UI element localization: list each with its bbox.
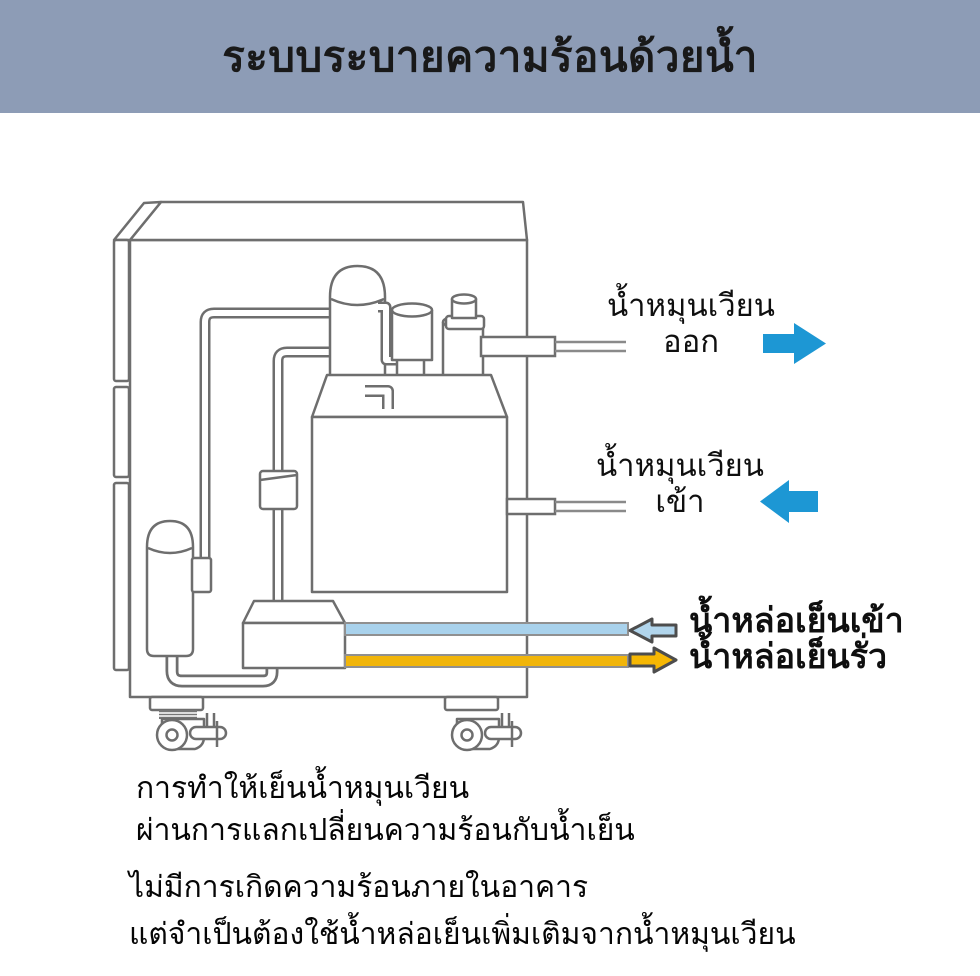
note-line: ผ่านการแลกเปลี่ยนความร้อนกับน้ำเย็น	[136, 814, 635, 847]
circulating-in-stub	[505, 497, 557, 516]
cooling-leak-pipe	[344, 654, 629, 668]
note-line: ไม่มีการเกิดความร้อนภายในอาคาร	[129, 871, 589, 904]
label-cooling-water-leak: น้ำหล่อเย็นรั่ว	[689, 638, 888, 676]
cooling-in-arrow-icon	[628, 617, 678, 644]
accumulator-cylinder	[145, 519, 213, 658]
cooling-pipes	[344, 622, 629, 668]
caster-left	[148, 695, 228, 752]
note-line: แต่จำเป็นต้องใช้น้ำหล่อเย็นเพิ่มเติมจากน…	[129, 918, 796, 951]
label-line: ออก	[662, 324, 719, 359]
external-pipes	[555, 340, 626, 513]
circulating-in-arrow-icon	[760, 480, 818, 523]
note-line: การทำให้เย็นน้ำหมุนเวียน	[136, 772, 470, 805]
page-title: ระบบระบายความร้อนด้วยน้ำ	[222, 32, 758, 80]
circulating-out-arrow-icon	[763, 323, 826, 364]
label-circulating-water-in: น้ำหมุนเวียน เข้า	[590, 448, 770, 520]
cooling-leak-arrow-icon	[628, 646, 678, 674]
label-line: น้ำหมุนเวียน	[595, 448, 765, 483]
valve-box	[258, 469, 299, 511]
circulating-out-stub	[479, 335, 557, 358]
flow-arrows	[628, 323, 826, 674]
label-cooling-water-in: น้ำหล่อเย็นเข้า	[689, 602, 904, 640]
title-bar: ระบบระบายความร้อนด้วยน้ำ	[0, 0, 980, 113]
label-line: น้ำหมุนเวียน	[606, 288, 776, 323]
accumulator-connector	[190, 556, 213, 594]
label-circulating-water-out: น้ำหมุนเวียน ออก	[601, 288, 781, 360]
caster-right	[443, 695, 523, 752]
heat-exchanger-tank	[310, 373, 509, 594]
internal-piping	[165, 307, 332, 688]
note-heat-generation: ไม่มีการเกิดความร้อนภายในอาคาร แต่จำเป็น…	[129, 864, 796, 958]
note-cooling-method: การทำให้เย็นน้ำหมุนเวียน ผ่านการแลกเปลี่…	[136, 768, 635, 852]
label-line: เข้า	[655, 484, 705, 519]
heat-exchanger-box	[241, 599, 347, 670]
mid-cylinder	[390, 310, 434, 362]
cooling-in-pipe	[344, 622, 629, 636]
